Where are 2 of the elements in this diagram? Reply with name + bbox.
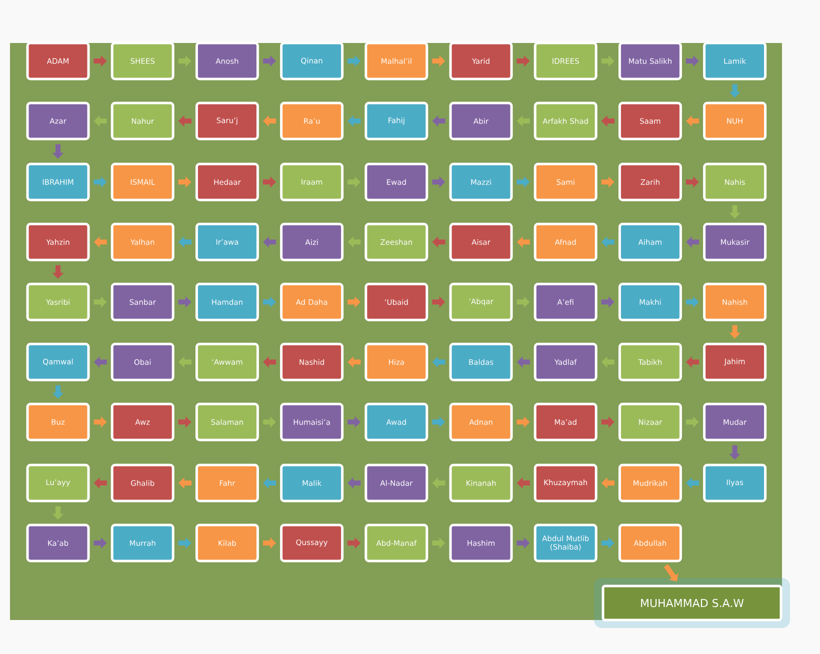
name-box: MUHAMMAD S.A.W <box>594 578 790 628</box>
arrow <box>664 564 678 582</box>
